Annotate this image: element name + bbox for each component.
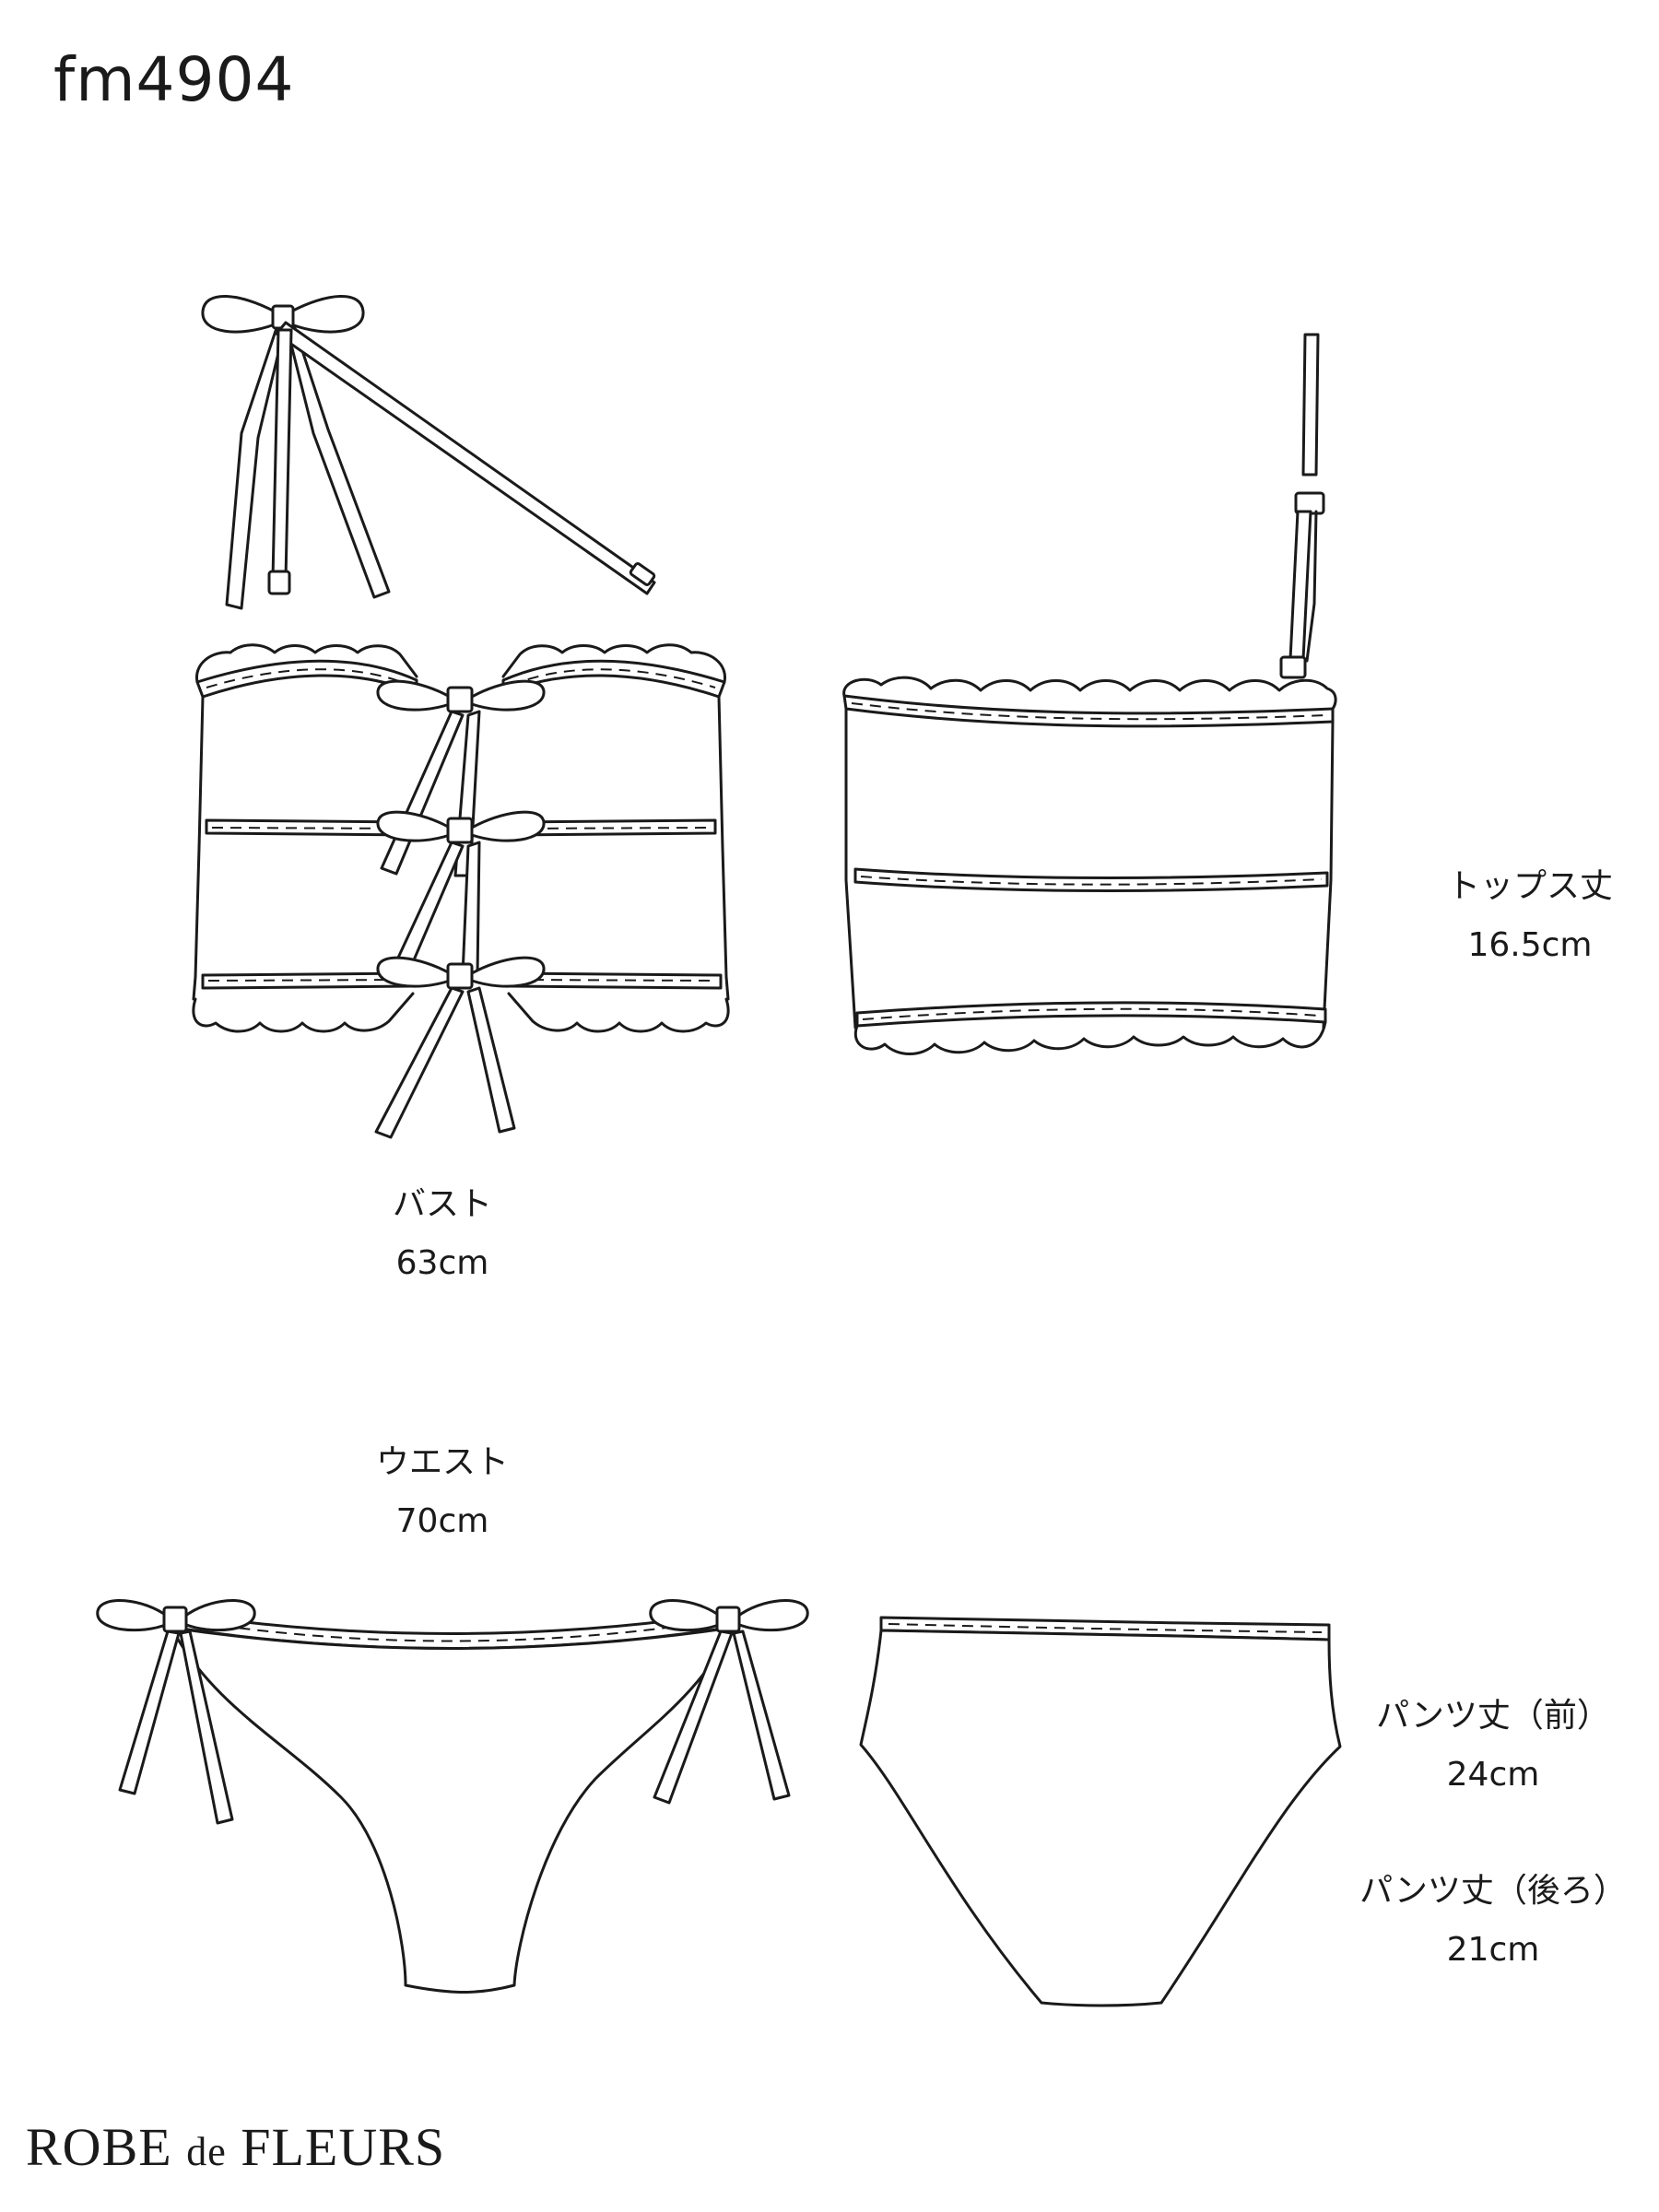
- bandeau-top-back-illustration: [192, 643, 730, 1139]
- halter-strap-illustration: [201, 295, 656, 610]
- pants-back-value: 21cm: [1446, 1931, 1540, 1969]
- pants-back-label: パンツ丈（後ろ）: [1359, 1872, 1627, 1910]
- pants-back-measurement: パンツ丈（後ろ） 21cm: [1346, 1862, 1641, 1980]
- brand-tail: FLEURS: [241, 2117, 446, 2177]
- product-code: fm4904: [53, 44, 295, 115]
- high-waist-bottom-illustration: [859, 1616, 1342, 2007]
- pants-front-value: 24cm: [1446, 1756, 1540, 1794]
- tops-length-value: 16.5cm: [1467, 926, 1593, 964]
- waist-measurement: ウエスト 70cm: [350, 1433, 535, 1551]
- pants-front-measurement: パンツ丈（前） 24cm: [1346, 1687, 1641, 1805]
- waist-label: ウエスト: [375, 1443, 509, 1481]
- waist-value: 70cm: [395, 1502, 489, 1540]
- bust-measurement: バスト 63cm: [359, 1175, 525, 1293]
- side-tie-bottom-illustration: [96, 1599, 809, 1994]
- tops-length-measurement: トップス丈 16.5cm: [1419, 857, 1641, 975]
- pants-front-label: パンツ丈（前）: [1376, 1697, 1610, 1735]
- bust-value: 63cm: [395, 1244, 489, 1282]
- brand-small: de: [186, 2129, 227, 2174]
- brand-logo: ROBE de FLEURS: [26, 2116, 445, 2178]
- brand-main: ROBE: [26, 2117, 172, 2177]
- bandeau-top-front-illustration: [842, 333, 1337, 1055]
- tops-length-label: トップス丈: [1446, 867, 1613, 905]
- bust-label: バスト: [392, 1185, 492, 1223]
